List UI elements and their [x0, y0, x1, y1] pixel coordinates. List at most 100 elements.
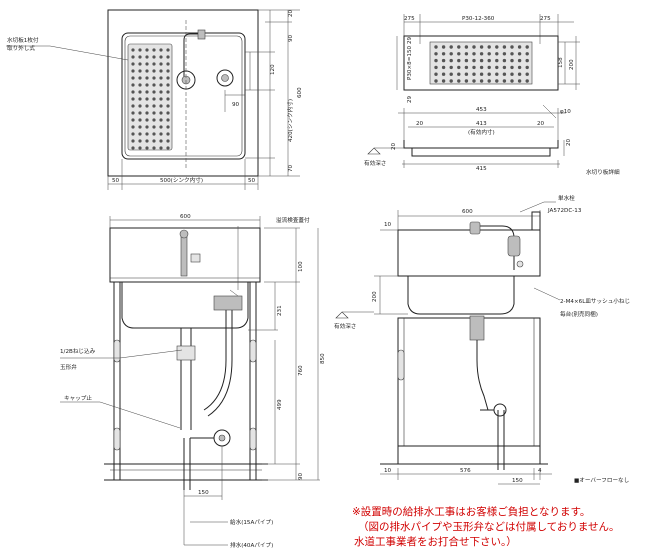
front-dim-850: 850 [320, 353, 326, 364]
drain-hole [464, 65, 469, 70]
drain-hole [166, 97, 170, 101]
drain-hole [434, 65, 438, 70]
drain-hole [464, 79, 469, 83]
drain-hole [495, 72, 499, 76]
drain-hole [166, 139, 170, 143]
drain-hole [464, 52, 469, 56]
drain-hole [441, 72, 446, 76]
drain-hole [159, 62, 163, 66]
drain-hole [138, 69, 142, 73]
side-label-overflow-none: ■オーバーフローなし [574, 477, 630, 484]
drain-hole [138, 62, 142, 66]
drain-hole [159, 125, 163, 129]
drain-hole [166, 125, 170, 129]
drain-hole [510, 58, 514, 63]
drain-hole [510, 65, 514, 70]
front-label-supply: 給水(15Aパイプ) [230, 518, 273, 526]
drain-hole [138, 132, 142, 136]
drain-hole [457, 79, 461, 83]
drain-hole [145, 146, 149, 150]
drain-hole [145, 48, 149, 52]
side-cabinet [397, 317, 541, 447]
drain-plate-detail: 275 P30-12-360 275 P30×8=150 158 200 29 … [364, 14, 620, 176]
overflow-pipe [203, 300, 227, 411]
drain-hole [434, 52, 438, 56]
detail-dim-right: 275 [540, 16, 551, 22]
removable-drain-plate [127, 43, 173, 151]
drain-hole [152, 118, 156, 122]
drain-hole [145, 118, 149, 122]
drain-hole [138, 83, 142, 87]
drain-hole [434, 79, 438, 83]
drain-hole [138, 55, 142, 59]
top-view-outline [107, 9, 259, 177]
drain-plate-detail-holes [434, 45, 529, 83]
drain-hole [166, 104, 170, 108]
sink-basin [121, 32, 246, 160]
drain-hole [479, 72, 484, 76]
front-label-cap: キャップ止 [64, 394, 92, 402]
detail-dim-v-bottom: 20 [391, 142, 397, 150]
drain-hole [131, 69, 135, 73]
detail-dim-left: 275 [404, 16, 415, 22]
drain-hole [517, 79, 522, 83]
drain-hole [138, 76, 142, 80]
overflow-inspection-cover [213, 295, 243, 311]
front-label-drain: 排水(40Aパイプ) [230, 541, 273, 549]
drain-hole [131, 48, 135, 52]
drain-hole [449, 72, 453, 76]
drain-hole [487, 79, 491, 83]
drain-hole [145, 111, 149, 115]
drain-hole [138, 146, 142, 150]
drain-hole [517, 72, 522, 76]
drain-hole [131, 139, 135, 143]
faucet-body [197, 29, 206, 40]
notice-line-3: 水道工事業者をお打合せ下さい。） [354, 536, 517, 548]
drain-hole [159, 48, 163, 52]
side-label-faucet-type: 単水栓 [558, 194, 575, 202]
front-dim-760: 760 [298, 365, 304, 376]
drain-hole [449, 52, 453, 56]
side-label-screw: 2-M4×6L皿サッシュ小ねじ [560, 297, 630, 305]
drain-hole [166, 48, 170, 52]
callout-removable-plate-2: 取り外し式 [7, 44, 35, 52]
drain-hole [159, 118, 163, 122]
drain-plate-inner [429, 41, 533, 85]
detail-dim-middle: 413 [476, 121, 487, 127]
callout-removable-plate: 水切板1枚付 [7, 36, 39, 44]
drain-hole [487, 52, 491, 56]
drain-hole [159, 111, 163, 115]
drain-hole [472, 72, 476, 76]
drain-hole [525, 65, 529, 70]
dim-left-margin: 50 [112, 178, 120, 184]
side-dim-bottom-150: 150 [512, 478, 523, 484]
front-dim-499: 499 [277, 399, 283, 410]
callout-leader [49, 45, 129, 61]
side-sink-bowl [407, 276, 515, 315]
drain-hole [131, 118, 135, 122]
side-base [397, 445, 541, 465]
drain-hole [510, 45, 514, 49]
drain-hole [145, 83, 149, 87]
drain-hole [131, 146, 135, 150]
drain-hole [131, 132, 135, 136]
drain-hole [145, 69, 149, 73]
drain-hole [457, 52, 461, 56]
side-label-screw-2: 毎台(別売同梱) [560, 310, 598, 318]
drain-hole [495, 79, 499, 83]
drain-hole [145, 132, 149, 136]
drain-hole [152, 55, 156, 59]
drain-hole [166, 83, 170, 87]
drain-hole [131, 55, 135, 59]
drain-hole [166, 69, 170, 73]
drain-hole [152, 48, 156, 52]
drain-hole [131, 83, 135, 87]
drain-hole [131, 90, 135, 94]
drain-hole [166, 55, 170, 59]
side-dim-bottom-10: 10 [384, 468, 392, 474]
side-dim-200: 200 [372, 291, 378, 302]
side-dim-10-top: 10 [384, 222, 392, 228]
dim-sink-depth: 420(シンク内寸) [286, 99, 294, 142]
drain-hole [457, 72, 461, 76]
